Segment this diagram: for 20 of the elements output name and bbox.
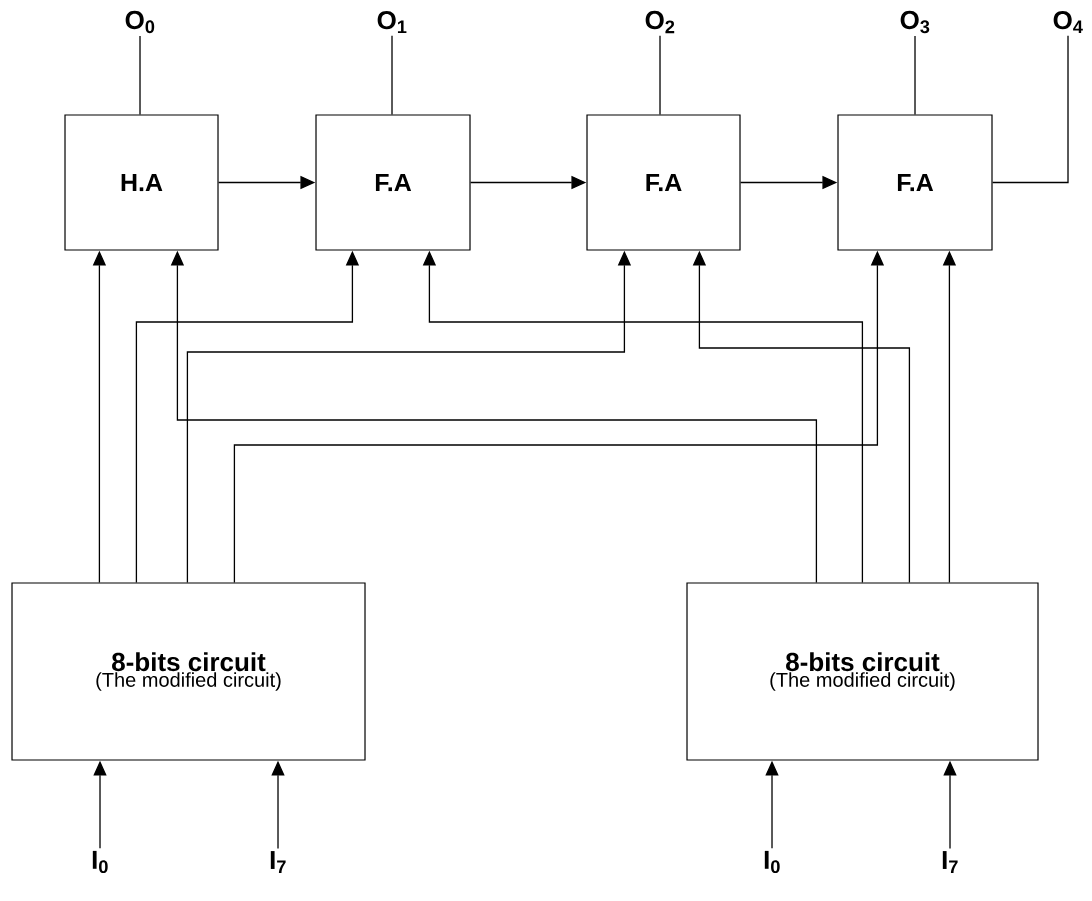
circuit-box: 8-bits circuit (The modified circuit) <box>686 582 1039 761</box>
circuit-box: 8-bits circuit (The modified circuit) <box>11 582 366 761</box>
output-line <box>391 35 393 116</box>
output-line <box>991 35 1069 184</box>
output-label: O$_{1}$ <box>377 10 407 34</box>
output-label: O$_{2}$ <box>645 10 675 34</box>
output-label: O$_{3}$ <box>900 10 930 34</box>
input-label: I$_{0}$ <box>92 850 108 874</box>
input-label: I$_{7}$ <box>270 851 286 873</box>
output-label: O$_{4}$ <box>1053 10 1083 34</box>
input-label: I$_{0}$ <box>764 850 780 874</box>
output-line <box>139 35 141 116</box>
adder-box: F.A <box>837 114 993 251</box>
output-line <box>659 35 661 116</box>
input-label: I$_{7}$ <box>942 851 958 873</box>
adder-box: F.A <box>315 114 471 251</box>
adder-box: F.A <box>586 114 741 251</box>
output-label: O$_{0}$ <box>125 10 155 34</box>
output-line <box>914 35 916 116</box>
adder-box: H.A <box>64 114 219 251</box>
